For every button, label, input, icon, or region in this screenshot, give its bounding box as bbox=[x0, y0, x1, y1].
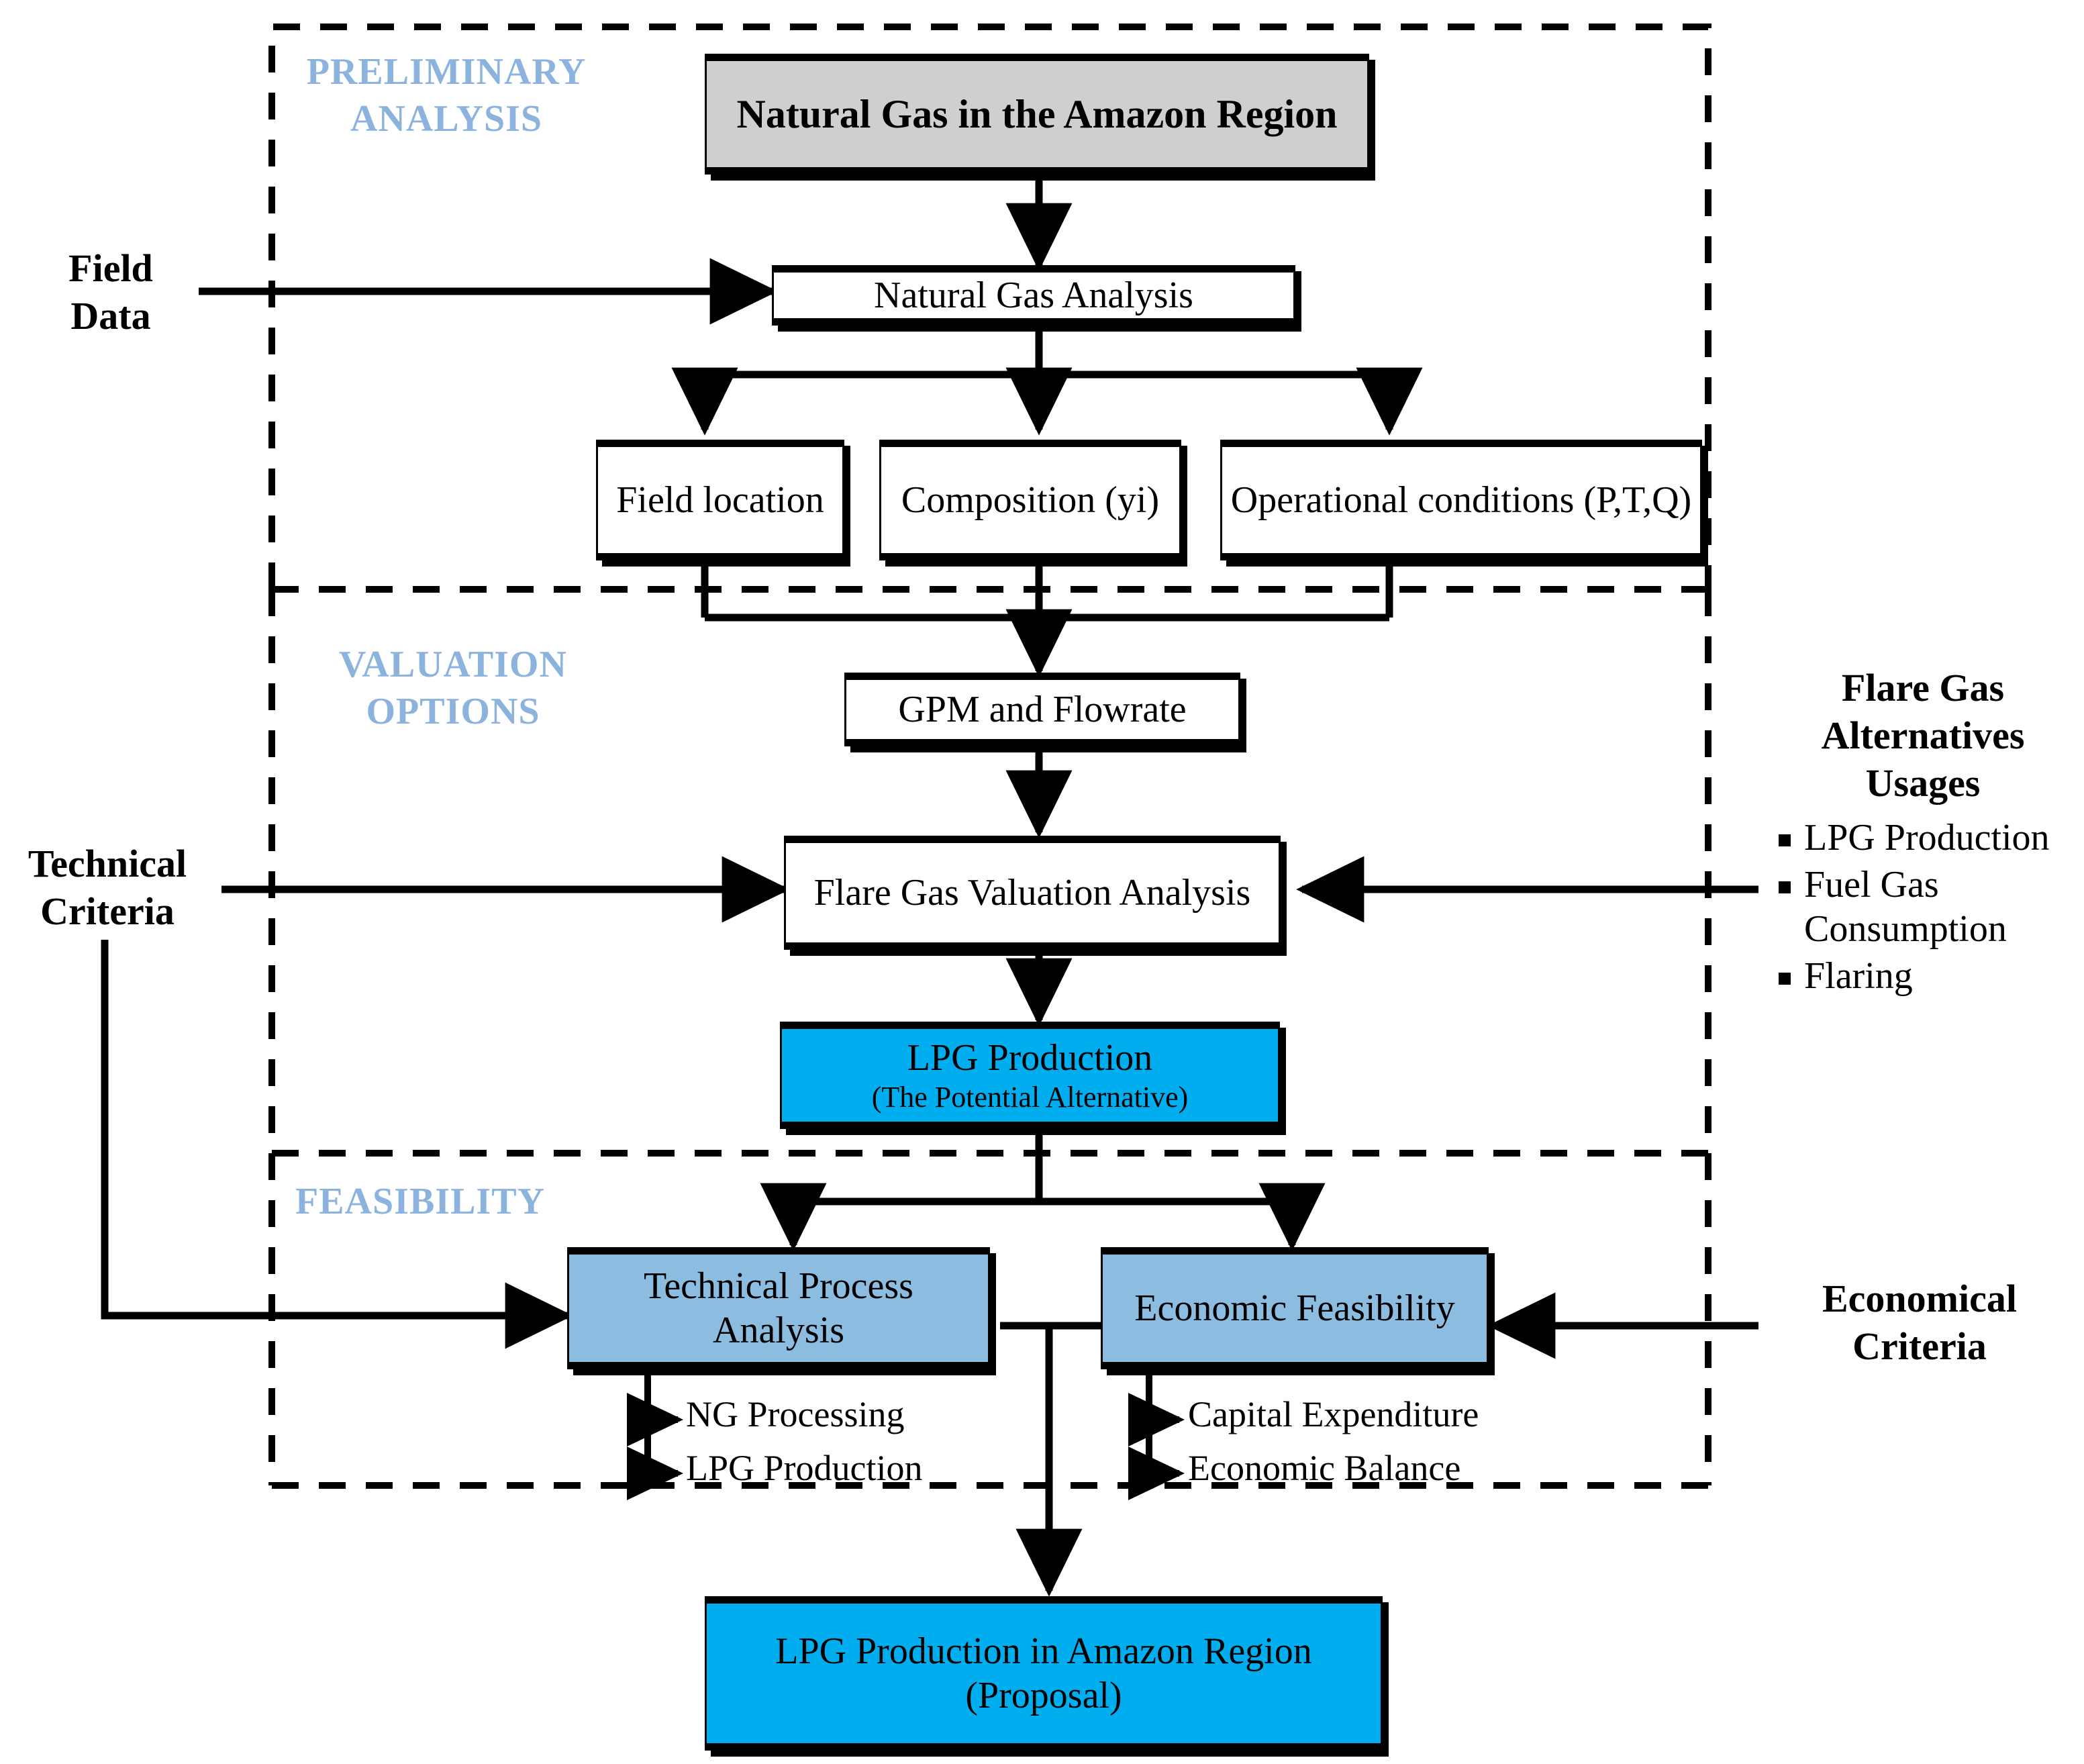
alternatives-item-label: LPG Production bbox=[1804, 817, 2050, 859]
alternatives-item-label: Flaring bbox=[1804, 955, 1913, 997]
node-composition-label: Composition (yi) bbox=[901, 479, 1160, 521]
node-final-proposal[interactable]: LPG Production in Amazon Region (Proposa… bbox=[705, 1596, 1383, 1751]
node-field-location-label: Field location bbox=[616, 479, 824, 521]
side-label-technical-criteria: Technical Criteria bbox=[28, 842, 187, 933]
node-source[interactable]: Natural Gas in the Amazon Region bbox=[705, 54, 1369, 175]
node-final-proposal-label: LPG Production in Amazon Region (Proposa… bbox=[775, 1630, 1312, 1716]
section-caption-feasibility: FEASIBILITY bbox=[295, 1181, 546, 1222]
node-flare-gas-valuation-analysis-label: Flare Gas Valuation Analysis bbox=[813, 871, 1251, 914]
node-operational-conditions[interactable]: Operational conditions (P,T,Q) bbox=[1220, 440, 1702, 560]
list-item: Fuel Gas Consumption bbox=[1779, 863, 2084, 951]
node-source-label: Natural Gas in the Amazon Region bbox=[736, 91, 1338, 136]
node-natural-gas-analysis-label: Natural Gas Analysis bbox=[874, 274, 1193, 316]
bullet-square-icon bbox=[1779, 973, 1791, 985]
node-lpg-production-potential-label: LPG Production bbox=[907, 1037, 1153, 1079]
branch-econ-item-1: Capital Expenditure bbox=[1188, 1394, 1479, 1434]
branch-tech-item-2: LPG Production bbox=[686, 1448, 923, 1488]
section-caption-preliminary: PRELIMINARY ANALYSIS bbox=[306, 51, 587, 140]
node-lpg-production-potential[interactable]: LPG Production (The Potential Alternativ… bbox=[780, 1022, 1280, 1129]
node-lpg-production-potential-sublabel: (The Potential Alternative) bbox=[871, 1081, 1189, 1114]
alternatives-list: LPG Production Fuel Gas Consumption Flar… bbox=[1779, 816, 2084, 1001]
branch-econ-item-2: Economic Balance bbox=[1188, 1448, 1461, 1488]
alternatives-title: Flare Gas Alternatives Usages bbox=[1821, 666, 2025, 805]
node-field-location[interactable]: Field location bbox=[596, 440, 844, 560]
bullet-square-icon bbox=[1779, 881, 1791, 894]
edge-technical-criteria-to-tech-process bbox=[101, 940, 573, 1349]
list-item: LPG Production bbox=[1779, 816, 2084, 860]
node-natural-gas-analysis[interactable]: Natural Gas Analysis bbox=[772, 265, 1295, 326]
bullet-square-icon bbox=[1779, 834, 1791, 846]
node-gpm-flowrate-label: GPM and Flowrate bbox=[898, 688, 1187, 730]
node-operational-conditions-label: Operational conditions (P,T,Q) bbox=[1230, 479, 1692, 521]
node-technical-process-analysis[interactable]: Technical Process Analysis bbox=[567, 1247, 990, 1369]
node-economic-feasibility-label: Economic Feasibility bbox=[1134, 1287, 1455, 1329]
alternatives-item-label: Fuel Gas Consumption bbox=[1804, 864, 2007, 950]
node-economic-feasibility[interactable]: Economic Feasibility bbox=[1101, 1247, 1489, 1369]
node-flare-gas-valuation-analysis[interactable]: Flare Gas Valuation Analysis bbox=[784, 836, 1281, 950]
node-composition[interactable]: Composition (yi) bbox=[879, 440, 1181, 560]
node-gpm-flowrate[interactable]: GPM and Flowrate bbox=[844, 673, 1240, 746]
list-item: Flaring bbox=[1779, 954, 2084, 998]
section-caption-valuation: VALUATION OPTIONS bbox=[339, 644, 567, 732]
side-label-economical-criteria: Economical Criteria bbox=[1822, 1277, 2017, 1368]
node-technical-process-analysis-label: Technical Process Analysis bbox=[644, 1265, 913, 1351]
side-label-field-data: Field Data bbox=[68, 246, 153, 338]
branch-tech-item-1: NG Processing bbox=[686, 1394, 905, 1434]
